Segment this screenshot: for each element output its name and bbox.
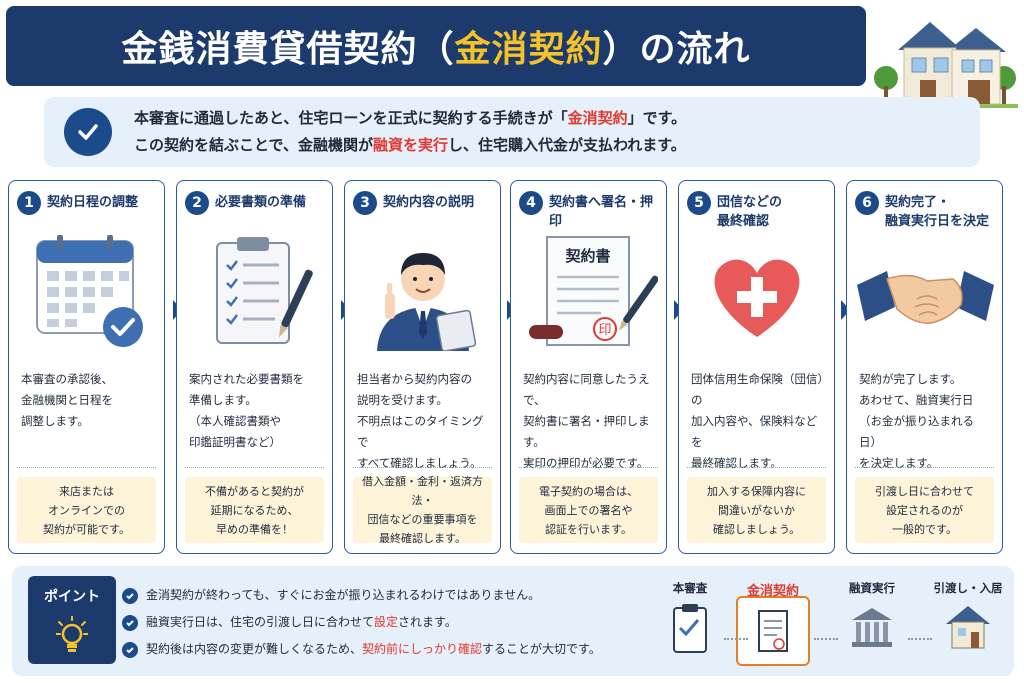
point-item: 金消契約が終わっても、すぐにお金が振り込まれるわけではありません。 [122, 582, 601, 609]
divider [519, 467, 658, 468]
step-note: 加入する保障内容に 間違いがないか 確認しましょう。 [687, 477, 826, 543]
house-icon [946, 606, 990, 649]
intro-text: 本審査に通過したあと、住宅ローンを正式に契約する手続きが「金消契約」です。 この… [134, 105, 970, 159]
step-number: 4 [519, 191, 543, 215]
step-note: 来店または オンラインでの 契約が可能です。 [17, 477, 156, 543]
step-card-1: 1 契約日程の調整 本審査の承認後、 金融機関と日程を 調整します。 来店または … [8, 180, 165, 554]
point-text: 融資実行日は、住宅の引渡し日に合わせて [146, 615, 375, 629]
divider [855, 467, 994, 468]
step-title: 団信などの 最終確認 [717, 195, 783, 229]
flow-label: 金消契約 [746, 584, 799, 599]
step-description: 担当者から契約内容の 説明を受けます。 不明点はこのタイミングで すべて確認しま… [357, 372, 484, 470]
contract-icon [758, 610, 788, 652]
point-item: 融資実行日は、住宅の引渡し日に合わせて設定されます。 [122, 609, 601, 636]
point-badge-label: ポイント [44, 589, 100, 605]
divider [17, 467, 156, 468]
flow-label: 引渡し・入居 [933, 581, 1003, 595]
flow-connector [814, 638, 838, 640]
step-number: 5 [687, 191, 711, 215]
intro-line2-a: この契約を結ぶことで、金融機関が [134, 136, 373, 154]
check-circle-icon [64, 108, 112, 156]
house-icon [872, 22, 1018, 108]
flow-item-disbursement: 融資実行 [832, 580, 912, 658]
divider [687, 467, 826, 468]
point-badge: ポイント [28, 576, 116, 664]
intro-line1-b: 」です。 [627, 109, 687, 127]
step-number: 2 [185, 191, 209, 215]
intro-line2-highlight: 融資を実行 [372, 136, 448, 154]
check-circle-icon [122, 641, 138, 658]
intro-line1-highlight: 金消契約 [567, 109, 628, 127]
current-step-highlight [736, 596, 810, 666]
step-note: 借入金額・金利・返済方法・ 団信などの重要事項を 最終確認します。 [353, 475, 492, 545]
flow-item-review: 本審査 [650, 580, 730, 658]
flow-item-handover: 引渡し・入居 [928, 580, 1008, 658]
businessman-icon [377, 253, 477, 351]
intro-box: 本審査に通過したあと、住宅ローンを正式に契約する手続きが「金消契約」です。 この… [44, 97, 980, 167]
point-highlight: 設定 [374, 615, 399, 629]
lightbulb-icon [56, 616, 88, 652]
step-description: 本審査の承認後、 金融機関と日程を 調整します。 [21, 372, 113, 428]
step-title: 契約日程の調整 [47, 195, 139, 210]
title-tail: ）の流れ [602, 29, 751, 70]
flow-label: 本審査 [672, 581, 708, 595]
step-title: 契約書へ署名・押印 [549, 195, 654, 229]
process-flow: 本審査 金消契約 融資実行 引渡し・入居 [650, 580, 1012, 672]
flow-connector [908, 638, 932, 640]
intro-line2-b: し、住宅購入代金が支払われます。 [447, 136, 686, 154]
page-title: 金銭消費貸借契約（金消契約）の流れ [121, 20, 750, 72]
heart-cross-icon [714, 259, 800, 337]
intro-line1-a: 本審査に通過したあと、住宅ローンを正式に契約する手続きが「 [134, 109, 568, 127]
step-description: 契約が完了します。 あわせて、融資実行日 （お金が振り込まれる日） を決定します… [859, 372, 974, 470]
flow-connector [724, 638, 748, 640]
contract-doc-title: 契約書 [564, 247, 610, 265]
point-text: することが大切です。 [482, 642, 601, 656]
step-number: 1 [17, 191, 41, 215]
step-note: 引渡し日に合わせて 設定されるのが 一般的です。 [855, 477, 994, 543]
step-title: 必要書類の準備 [215, 195, 307, 210]
check-circle-icon [122, 587, 138, 604]
point-list: 金消契約が終わっても、すぐにお金が振り込まれるわけではありません。 融資実行日は… [122, 582, 601, 663]
step-card-3: 3 契約内容の説明 担当者から契約内容の 説明を受けます。 不明点はこのタイミング… [344, 180, 501, 554]
point-panel: ポイント 金消契約が終わっても、すぐにお金が振り込まれるわけではありません。 融… [12, 566, 1014, 676]
divider [185, 467, 324, 468]
step-card-2: 2 必要書類の準備 案内された必要書類を 準備します。 （本人確認書類や 印鑑証明… [176, 180, 333, 554]
title-accent: 金消契約 [454, 29, 603, 70]
step-number: 3 [353, 191, 377, 215]
step-description: 団体信用生命保険（団信）の 加入内容や、保険料などを 最終確認します。 [691, 372, 824, 470]
contract-icon: 契約書 印 [529, 236, 658, 346]
handshake-icon [857, 271, 994, 324]
check-circle-icon [122, 614, 138, 631]
arrow-icon [841, 300, 850, 320]
clipboard-icon [216, 237, 313, 344]
step-note: 不備があると契約が 延期になるため、 早めの準備を！ [185, 477, 324, 543]
step-note: 電子契約の場合は、 画面上での署名や 認証を行います。 [519, 477, 658, 543]
title-main: 金銭消費貸借契約（ [121, 29, 455, 70]
bank-icon [852, 608, 892, 647]
step-title: 契約完了・ 融資実行日を決定 [885, 195, 990, 229]
point-text: 契約後は内容の変更が難しくなるため、 [146, 642, 363, 656]
step-title: 契約内容の説明 [383, 195, 475, 210]
seal-mark: 印 [598, 323, 611, 338]
divider [353, 467, 492, 468]
title-banner: 金銭消費貸借契約（金消契約）の流れ [6, 6, 866, 86]
step-number: 6 [855, 191, 879, 215]
calendar-icon [36, 235, 143, 347]
flow-item-kinsho: 金消契約 [733, 580, 813, 661]
clipboard-icon [673, 604, 707, 653]
flow-label: 融資実行 [849, 581, 895, 595]
step-description: 契約内容に同意したうえで、 契約書に署名・押印します。 実印の押印が必要です。 [523, 372, 650, 470]
point-item: 契約後は内容の変更が難しくなるため、契約前にしっかり確認することが大切です。 [122, 636, 601, 663]
point-text: 金消契約が終わっても、すぐにお金が振り込まれるわけではありません。 [146, 588, 541, 602]
point-text: されます。 [398, 615, 457, 629]
step-description: 案内された必要書類を 準備します。 （本人確認書類や 印鑑証明書など） [189, 372, 304, 449]
point-highlight: 契約前にしっかり確認 [362, 642, 483, 656]
